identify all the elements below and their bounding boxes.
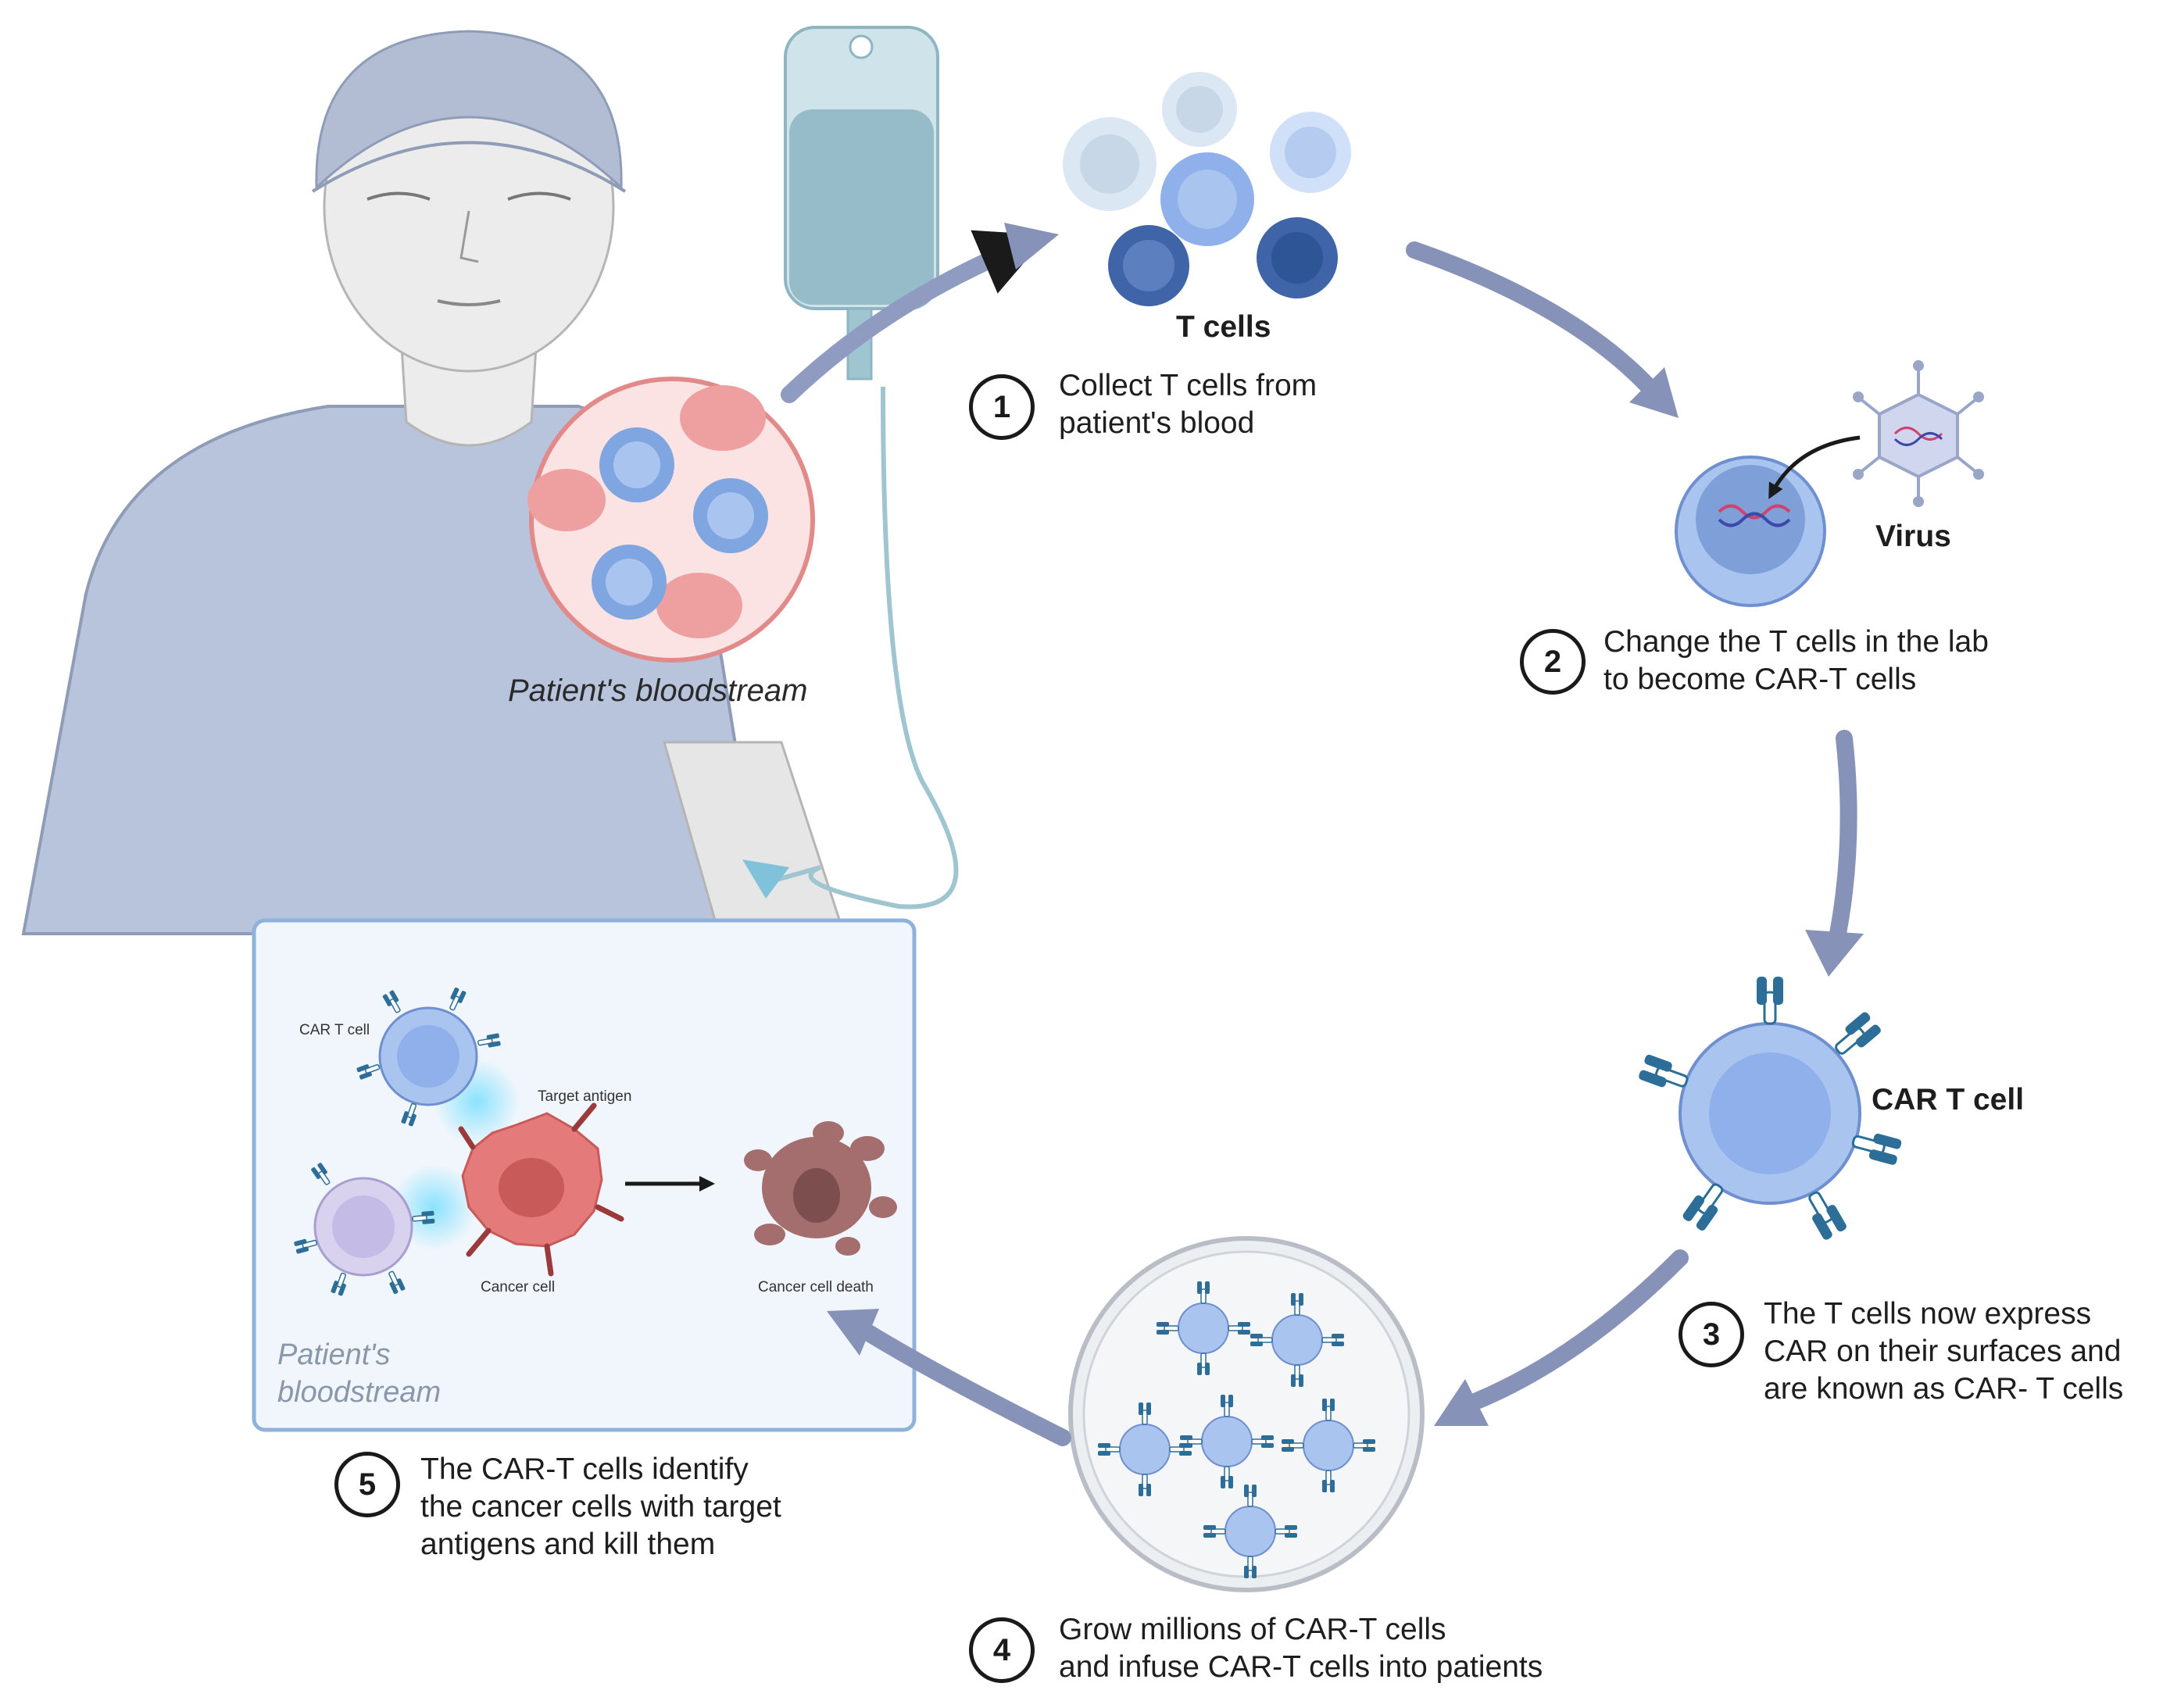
car-t-cell-label: CAR T cell <box>1872 1083 2025 1117</box>
inset-bloodstream-line2: bloodstream <box>277 1376 442 1409</box>
arrow-to-step3 <box>1828 730 1857 950</box>
virus-label: Virus <box>1875 520 1951 553</box>
step-3-line2: CAR on their surfaces and <box>1764 1335 2122 1368</box>
step-5-line1: The CAR-T cells identify <box>420 1453 749 1486</box>
cycle-arrows <box>781 230 1857 1446</box>
t-cells-cluster <box>1063 72 1351 306</box>
petri-dish <box>1068 1236 1425 1592</box>
inset-panel <box>252 918 917 1432</box>
step-4-line2: and infuse CAR-T cells into patients <box>1059 1650 1543 1684</box>
step-5-line2: the cancer cells with target <box>420 1490 781 1524</box>
arrow-to-step5 <box>859 1324 1071 1446</box>
t-cells-label: T cells <box>1176 310 1271 344</box>
step-3-line1: The T cells now express <box>1764 1297 2092 1331</box>
modified-cell <box>1675 456 1826 607</box>
inset-bloodstream-line1: Patient's <box>277 1338 391 1371</box>
step-3-text: The T cells now express CAR on their sur… <box>1764 1295 2123 1408</box>
inset-target-antigen-label: Target antigen <box>538 1088 632 1105</box>
bloodstream-circle <box>527 377 815 663</box>
step-2-badge: 2 <box>1520 629 1586 695</box>
cancer-cell-death <box>744 1121 897 1256</box>
inset-cancer-cell-label: Cancer cell <box>481 1279 556 1295</box>
step-1-text: Collect T cells from patient's blood <box>1059 367 1317 442</box>
step-1-badge: 1 <box>969 374 1035 440</box>
car-t-cell-large <box>1636 975 1904 1242</box>
step-5-badge: 5 <box>334 1452 400 1517</box>
step-5-line3: antigens and kill them <box>420 1528 716 1561</box>
virus-arrow <box>1768 435 1861 499</box>
step-5-text: The CAR-T cells identify the cancer cell… <box>420 1451 781 1563</box>
step-4-line1: Grow millions of CAR-T cells <box>1059 1613 1446 1646</box>
step-3-badge: 3 <box>1679 1302 1744 1367</box>
inset-cancer-cell-death-label: Cancer cell death <box>758 1279 874 1295</box>
arrow-to-step4 <box>1464 1249 1689 1411</box>
bloodstream-label: Patient's bloodstream <box>508 674 808 708</box>
step-2-line1: Change the T cells in the lab <box>1603 625 1989 659</box>
cancer-cell <box>458 1102 624 1277</box>
step-4-text: Grow millions of CAR-T cells and infuse … <box>1059 1611 1543 1686</box>
iv-bag <box>742 26 959 909</box>
step-2-text: Change the T cells in the lab to become … <box>1603 624 1989 699</box>
virus-icon <box>1853 360 1984 507</box>
step-1-line2: patient's blood <box>1059 406 1255 440</box>
step-1-line1: Collect T cells from <box>1059 369 1317 402</box>
arrow-to-t-cells <box>781 230 1048 403</box>
arrow-to-step2 <box>1406 241 1657 395</box>
step-4-badge: 4 <box>969 1617 1035 1683</box>
step-3-line3: are known as CAR- T cells <box>1764 1372 2124 1406</box>
step-2-line2: to become CAR-T cells <box>1603 663 1917 696</box>
cycle-arrowheads <box>827 223 1864 1426</box>
inset-car-t-cell-label: CAR T cell <box>299 1022 370 1038</box>
inset-bloodstream-label: Patient's bloodstream <box>277 1336 441 1411</box>
